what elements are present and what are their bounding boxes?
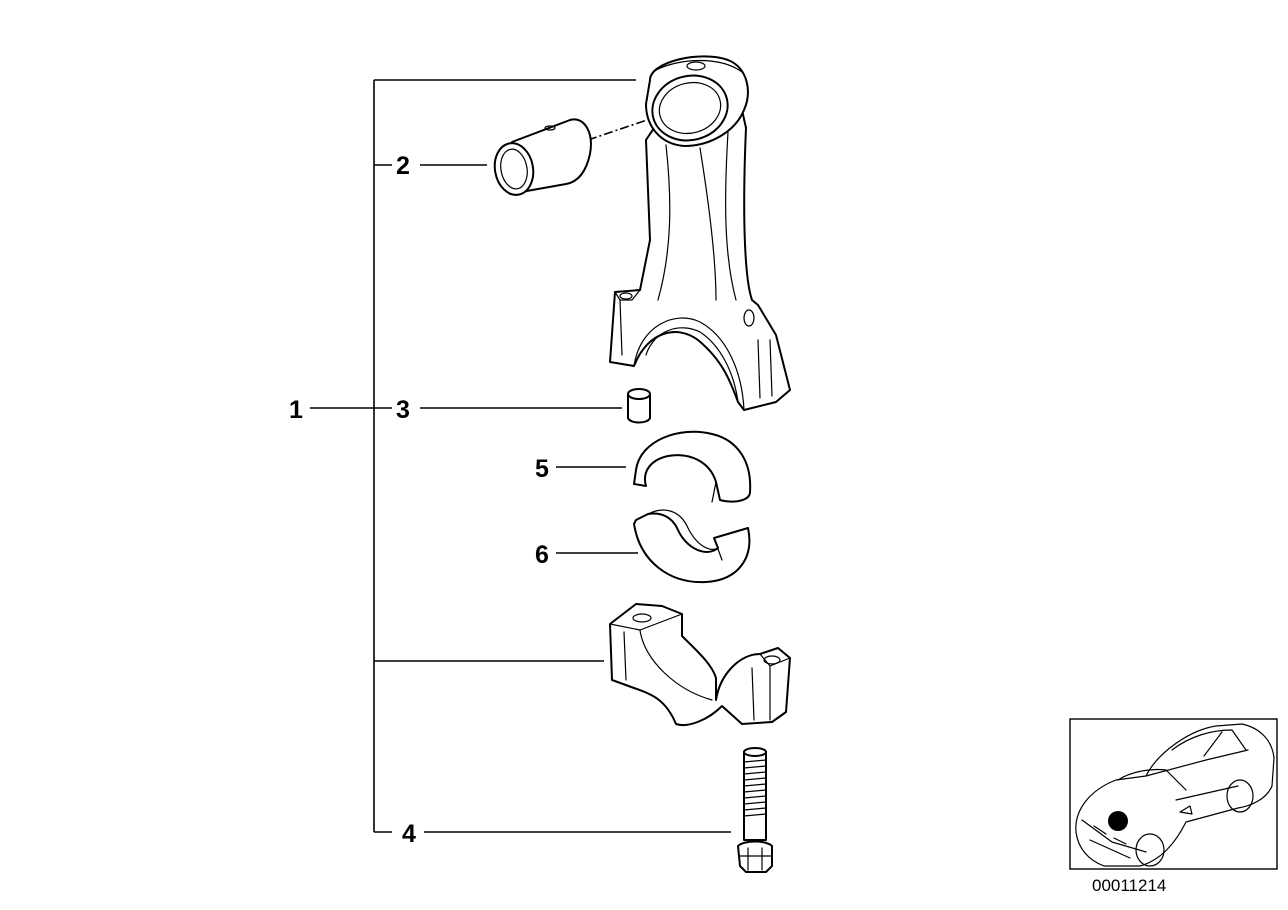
callout-6: 6 [535, 541, 549, 569]
bushing-icon [493, 118, 592, 196]
location-marker [1108, 811, 1128, 831]
callout-4: 4 [402, 820, 416, 848]
bearing-cap-icon [609, 603, 791, 726]
callout-2: 2 [396, 152, 410, 180]
sleeve-icon [627, 388, 651, 424]
vehicle-locator-inset [1069, 718, 1278, 870]
connecting-rod-icon [609, 55, 791, 411]
callout-5: 5 [535, 455, 549, 483]
callout-3: 3 [396, 396, 410, 424]
car-icon [1075, 723, 1275, 867]
bearing-shell-lower-icon [633, 509, 751, 584]
callout-1: 1 [289, 396, 303, 424]
diagram-number: 00011214 [1092, 876, 1166, 895]
bearing-shell-upper-icon [633, 430, 752, 503]
bolt-icon [737, 747, 773, 873]
leader-lines [310, 79, 731, 833]
